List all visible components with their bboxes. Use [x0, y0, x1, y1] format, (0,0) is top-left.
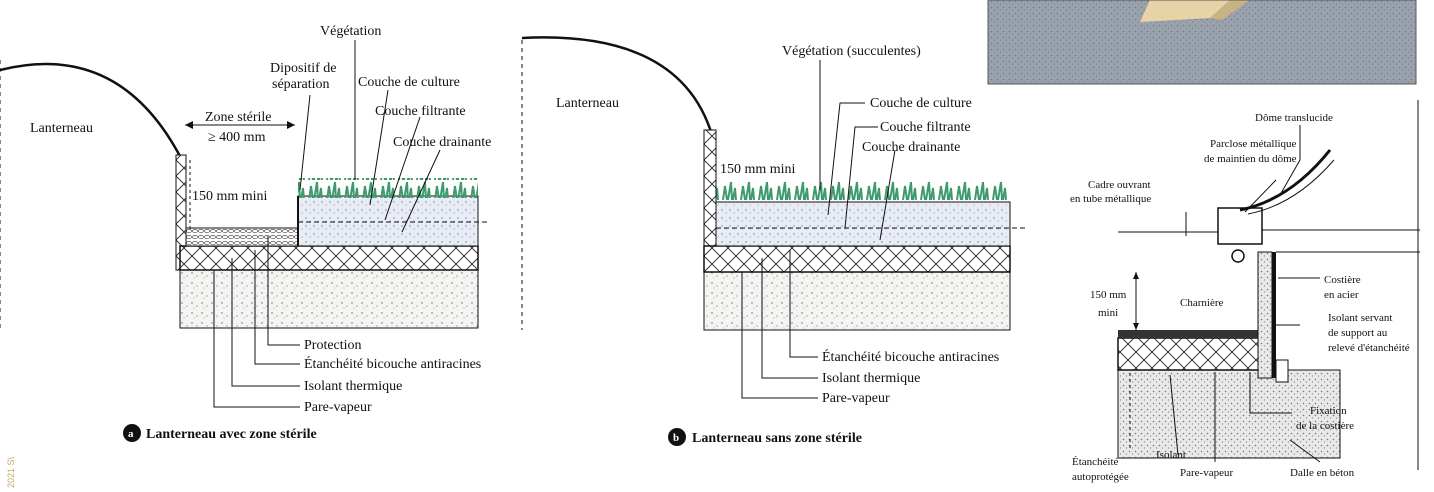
rooftop-photo	[987, 0, 1417, 85]
vapour-label-c: Pare-vapeur	[1180, 467, 1233, 479]
watermark: 2021 S\	[6, 456, 16, 488]
badge-a	[123, 424, 141, 442]
vapour-label-b: Pare-vapeur	[822, 391, 890, 406]
skylight-label-a: Lanterneau	[30, 121, 93, 136]
vegetation-label-b: Végétation (succulentes)	[782, 44, 921, 59]
growing-medium-b	[715, 201, 1011, 247]
drainage-label-a: Couche drainante	[393, 135, 491, 150]
vegetation-label-a: Végétation	[320, 24, 381, 39]
bead-label-2: de maintien du dôme	[1204, 153, 1297, 165]
vegetation-a	[298, 178, 478, 198]
insulation-layer-b	[703, 245, 1011, 273]
height-label-a: 150 mm mini	[192, 189, 268, 204]
vapour-label-a: Pare-vapeur	[304, 400, 372, 415]
curb-insul-label-3: relevé d'étanchéité	[1328, 342, 1410, 354]
caption-b: Lanterneau sans zone stérile	[692, 431, 862, 446]
skylight-dome-b	[521, 36, 714, 136]
sterile-zone-label: Zone stérile	[205, 110, 271, 125]
bead-label-1: Parclose métallique	[1210, 138, 1297, 150]
height-label-c2: mini	[1098, 307, 1118, 319]
insulation-layer-a	[179, 245, 479, 271]
height-label-c1: 150 mm	[1090, 289, 1127, 301]
concrete-slab-c	[1117, 369, 1341, 459]
slab-label-c: Dalle en béton	[1290, 467, 1355, 479]
insulation-label-b: Isolant thermique	[822, 371, 920, 386]
hinge	[1231, 249, 1245, 263]
badge-b	[668, 428, 686, 446]
hinge-label: Charnière	[1180, 297, 1223, 309]
figure-b	[521, 36, 1028, 399]
concrete-slab-a	[179, 269, 479, 329]
concrete-slab-b	[703, 271, 1011, 331]
curb-label-1: Costière	[1324, 274, 1361, 286]
sterile-zone-dim: ≥ 400 mm	[208, 130, 266, 145]
separation-label-1: Dipositif de	[270, 61, 337, 76]
skylight-dome-a	[0, 62, 184, 161]
dome-label: Dôme translucide	[1255, 112, 1333, 124]
insulant-label-c: Isolant	[1156, 449, 1186, 461]
dome-c	[1239, 149, 1332, 212]
separation-label-2: séparation	[272, 77, 330, 92]
protection-label: Protection	[304, 338, 362, 353]
caption-a: Lanterneau avec zone stérile	[146, 427, 317, 442]
badge-b-letter: b	[673, 432, 679, 444]
figure-c	[1117, 100, 1420, 470]
skylight-label-b: Lanterneau	[556, 96, 619, 111]
badge-a-letter: a	[128, 428, 134, 440]
culture-label-b: Couche de culture	[870, 96, 972, 111]
curb-insul-label-2: de support au	[1328, 327, 1388, 339]
membrane-label-1: Étanchéité	[1072, 456, 1119, 468]
figure-a	[0, 40, 490, 408]
vegetation-b	[716, 180, 1010, 202]
insulation-c	[1117, 337, 1273, 371]
curb-label-2: en acier	[1324, 289, 1359, 301]
drainage-label-b: Couche drainante	[862, 140, 960, 155]
fixing-label-2: de la costière	[1296, 420, 1354, 432]
filter-label-b: Couche filtrante	[880, 120, 971, 135]
waterproofing-label-b: Étanchéité bicouche antiracines	[822, 348, 999, 365]
frame-label-1: Cadre ouvrant	[1088, 179, 1151, 191]
filter-label-a: Couche filtrante	[375, 104, 466, 119]
waterproofing-label-a: Étanchéité bicouche antiracines	[304, 355, 481, 372]
curb-insulation	[1257, 251, 1273, 379]
steel-curb	[1272, 252, 1276, 378]
culture-label-a: Couche de culture	[358, 75, 460, 90]
height-label-b: 150 mm mini	[720, 162, 796, 177]
fixing-label-1: Fixation	[1310, 405, 1347, 417]
membrane-c	[1118, 330, 1272, 338]
opening-frame	[1217, 207, 1263, 245]
curb-insul-label-1: Isolant servant	[1328, 312, 1392, 324]
membrane-label-2: autoprotégée	[1072, 471, 1129, 483]
growing-medium-a	[297, 195, 479, 247]
insulation-label-a: Isolant thermique	[304, 379, 402, 394]
sterile-zone-gravel	[185, 227, 299, 247]
frame-label-2: en tube métallique	[1070, 193, 1151, 205]
